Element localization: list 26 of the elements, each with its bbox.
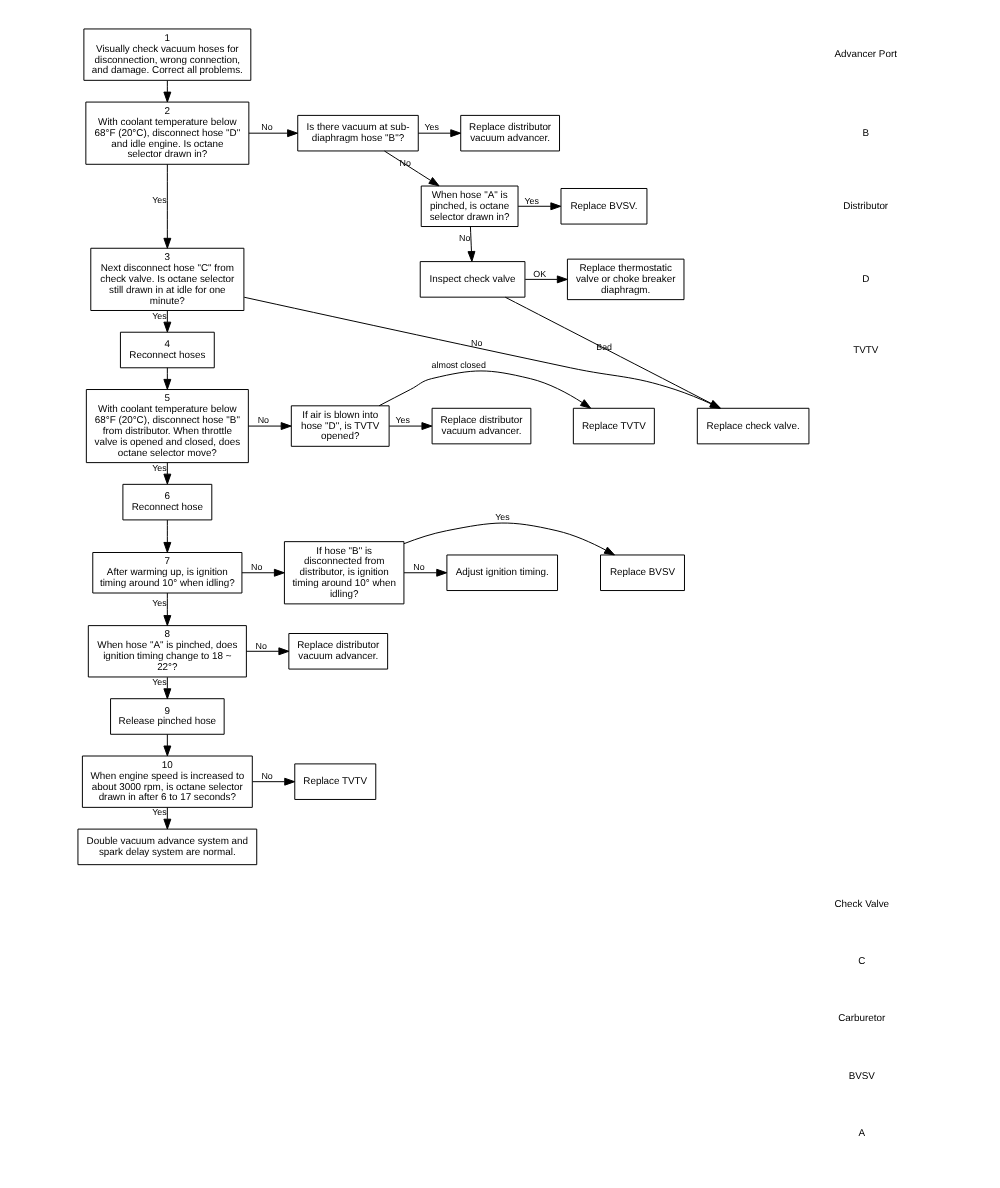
arrow [388, 422, 433, 431]
arrow [248, 129, 298, 138]
arrow [243, 296, 721, 409]
arrow [524, 275, 568, 284]
arrow [241, 568, 285, 577]
arrow [403, 568, 448, 577]
arrow [163, 163, 172, 249]
arrow [467, 226, 476, 262]
arrow [378, 370, 592, 409]
arrow [163, 310, 172, 333]
arrow [163, 367, 172, 390]
arrow [163, 807, 172, 830]
arrow [383, 150, 440, 187]
arrow [245, 647, 290, 656]
arrow [163, 519, 172, 553]
arrow [504, 296, 721, 409]
arrow [163, 592, 172, 626]
arrow [517, 202, 562, 211]
arrow [252, 777, 296, 786]
arrow [417, 129, 462, 138]
arrow [163, 462, 172, 485]
arrow [247, 422, 292, 431]
arrow [403, 522, 615, 556]
arrow [163, 676, 172, 700]
arrow [163, 733, 172, 757]
arrow [163, 80, 172, 103]
